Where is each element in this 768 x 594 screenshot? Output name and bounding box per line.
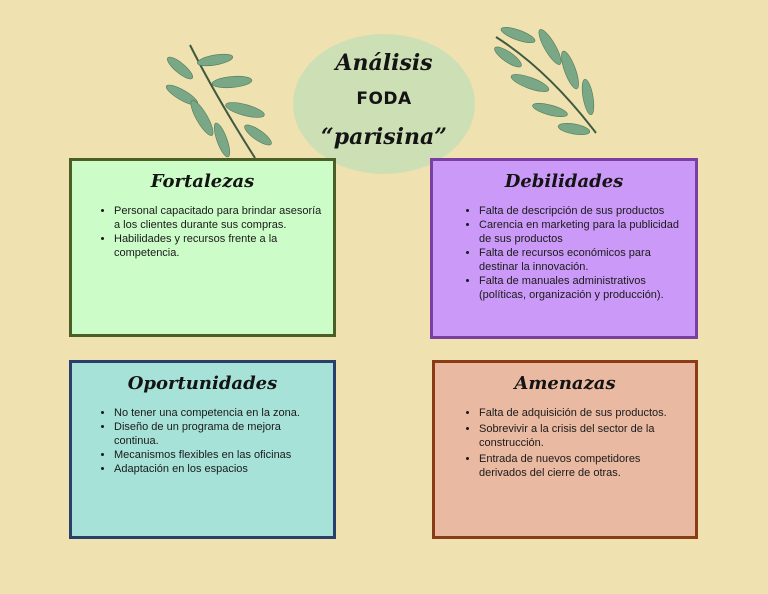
debilidades-list: Falta de descripción de sus productos Ca… (433, 204, 695, 302)
list-item: Falta de recursos económicos para destin… (479, 246, 687, 274)
oportunidades-title: Oportunidades (127, 373, 278, 394)
list-item: No tener una competencia en la zona. (114, 406, 325, 420)
amenazas-list: Falta de adquisición de sus productos. S… (435, 406, 695, 480)
list-item: Falta de adquisición de sus productos. (479, 406, 687, 420)
list-item: Habilidades y recursos frente a la compe… (114, 232, 325, 260)
leaf-branch-icon (494, 26, 597, 135)
list-item: Carencia en marketing para la publicidad… (479, 218, 687, 246)
oportunidades-box: Oportunidades No tener una competencia e… (69, 360, 336, 539)
list-item: Diseño de un programa de mejora continua… (114, 420, 325, 448)
list-item: Falta de descripción de sus productos (479, 204, 687, 218)
amenazas-box: Amenazas Falta de adquisición de sus pro… (432, 360, 698, 539)
list-item: Entrada de nuevos competidores derivados… (479, 452, 687, 480)
list-item: Mecanismos flexibles en las oficinas (114, 448, 325, 462)
leaf-branch-icon (165, 44, 272, 159)
amenazas-title: Amenazas (514, 373, 616, 394)
title-oval (293, 34, 475, 174)
debilidades-title: Debilidades (504, 171, 624, 192)
list-item: Adaptación en los espacios (114, 462, 325, 476)
list-item: Sobrevivir a la crisis del sector de la … (479, 422, 687, 450)
fortalezas-list: Personal capacitado para brindar asesorí… (72, 204, 333, 260)
oportunidades-list: No tener una competencia en la zona. Dis… (72, 406, 333, 476)
fortalezas-title: Fortalezas (150, 171, 255, 192)
debilidades-box: Debilidades Falta de descripción de sus … (430, 158, 698, 339)
title-line-2: FODA (356, 89, 412, 109)
list-item: Falta de manuales administrativos (polít… (479, 274, 687, 302)
title-line-1: Análisis (335, 50, 433, 76)
title-line-3: “parisina” (321, 124, 447, 150)
fortalezas-box: Fortalezas Personal capacitado para brin… (69, 158, 336, 337)
list-item: Personal capacitado para brindar asesorí… (114, 204, 325, 232)
